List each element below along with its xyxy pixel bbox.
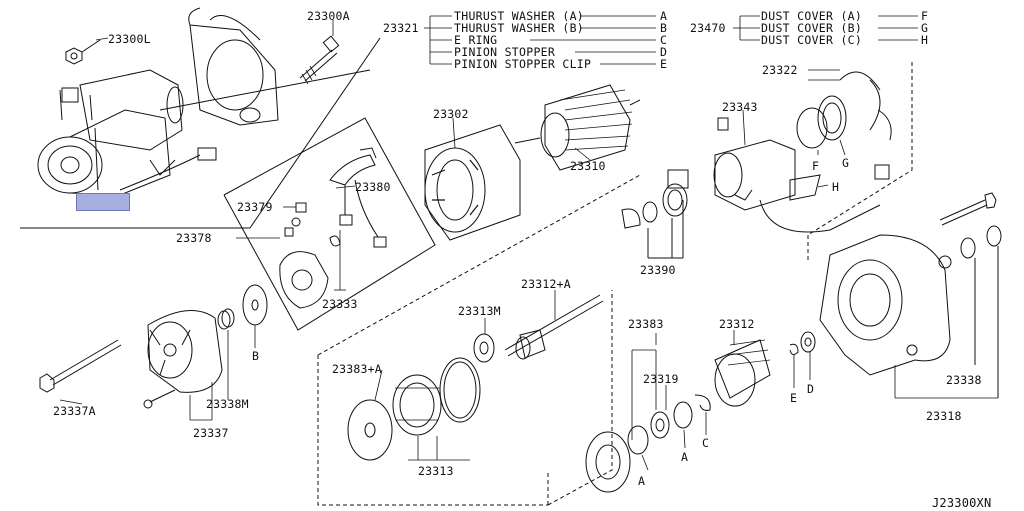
label-23337: 23337 xyxy=(193,426,229,440)
armature-23310 xyxy=(514,84,641,171)
callout-c-ring: C xyxy=(702,436,710,450)
brush-holder-frame xyxy=(223,117,436,331)
label-23380: 23380 xyxy=(355,180,391,194)
label-23470: 23470 xyxy=(690,21,726,35)
front-housing-23318 xyxy=(819,234,952,376)
label-23300L: 23300L xyxy=(108,32,151,46)
housing-bolt xyxy=(939,192,997,226)
callout-b-washer: B xyxy=(252,349,260,363)
legend-23470-name-h: DUST COVER (C) xyxy=(761,33,863,47)
bushings-23338 xyxy=(960,225,1002,398)
label-23338: 23338 xyxy=(946,373,982,387)
label-23378: 23378 xyxy=(176,231,212,245)
legend-23321-name-a: THURUST WASHER (A) xyxy=(454,9,585,23)
shaft-23312A xyxy=(504,294,604,360)
yoke-23302 xyxy=(424,124,521,241)
label-23322: 23322 xyxy=(762,63,798,77)
diagram-id: J23300XN xyxy=(932,496,992,510)
legend-23321-code-a: A xyxy=(660,9,668,23)
callout-e-clip: E xyxy=(790,391,798,405)
label-23312A: 23312+A xyxy=(521,277,571,291)
bolt-23300A xyxy=(299,35,340,85)
label-23379: 23379 xyxy=(237,200,273,214)
leader-lines xyxy=(59,20,998,471)
bearing-23383 xyxy=(585,394,711,493)
through-bolt-23337A xyxy=(39,339,122,393)
callout-f-cover: F xyxy=(812,159,820,173)
legend-23470-code-f: F xyxy=(921,9,929,23)
brush-23380 xyxy=(329,147,387,248)
callout-a-left: A xyxy=(638,474,646,488)
dashed-frame-23322 xyxy=(807,62,913,260)
thrust-washer-b xyxy=(242,284,268,326)
legend-23470-name-f: DUST COVER (A) xyxy=(761,9,863,23)
callout-d-stopper: D xyxy=(807,382,815,396)
label-23337A: 23337A xyxy=(53,404,96,418)
label-23300A: 23300A xyxy=(307,9,350,23)
legend-23321-name-b: THURUST WASHER (B) xyxy=(454,21,585,35)
legend-23470-code-g: G xyxy=(921,21,929,35)
screw-small xyxy=(143,389,176,409)
label-23302: 23302 xyxy=(433,107,469,121)
starter-assembly-inset-frame xyxy=(20,37,381,229)
rear-end-cover xyxy=(147,309,223,393)
legend-23321-code-c: C xyxy=(660,33,668,47)
gear-23313M xyxy=(473,333,495,363)
legend-23321-name-c: E RING xyxy=(454,33,498,47)
label-23312: 23312 xyxy=(719,317,755,331)
label-23313: 23313 xyxy=(418,464,454,478)
nut-23300L xyxy=(65,39,101,65)
shift-lever-23390 xyxy=(621,169,689,259)
legend-23470-code-h: H xyxy=(921,33,929,47)
spring-23379 xyxy=(295,202,307,213)
legend-23321-code-d: D xyxy=(660,45,668,59)
starter-motor-assembly xyxy=(37,69,217,196)
stopper-clip-and-stopper xyxy=(789,331,816,356)
legend-23321-name-e: PINION STOPPER CLIP xyxy=(454,57,592,71)
legend-23470-name-g: DUST COVER (B) xyxy=(761,21,863,35)
label-23318: 23318 xyxy=(926,409,962,423)
internal-gear-23313 xyxy=(392,357,481,436)
callout-a-mid: A xyxy=(681,450,689,464)
drive-housing-top xyxy=(188,7,279,126)
plate-23383A xyxy=(347,399,393,461)
highlight-marker xyxy=(76,193,130,211)
label-23390: 23390 xyxy=(640,263,676,277)
label-23321: 23321 xyxy=(383,21,419,35)
callout-g-cover: G xyxy=(842,156,850,170)
label-23319: 23319 xyxy=(643,372,679,386)
label-23338M: 23338M xyxy=(206,397,249,411)
label-23333: 23333 xyxy=(322,297,358,311)
legend-23321-code-b: B xyxy=(660,21,668,35)
solenoid-23343 xyxy=(713,117,890,233)
dashed-group-frame xyxy=(317,174,641,506)
legend-23321-name-d: PINION STOPPER xyxy=(454,45,556,59)
label-23310: 23310 xyxy=(570,159,606,173)
label-23343: 23343 xyxy=(722,100,758,114)
dust-covers xyxy=(789,71,892,201)
label-23383A: 23383+A xyxy=(332,362,382,376)
pinion-23312 xyxy=(714,339,771,407)
bushing-23338M xyxy=(217,308,235,330)
legend-23321-code-e: E xyxy=(660,57,668,71)
label-23313M: 23313M xyxy=(458,304,501,318)
brush-plate-23333 xyxy=(279,217,341,309)
legend-brackets xyxy=(424,15,918,65)
label-23383: 23383 xyxy=(628,317,664,331)
callout-h-cover: H xyxy=(832,180,840,194)
